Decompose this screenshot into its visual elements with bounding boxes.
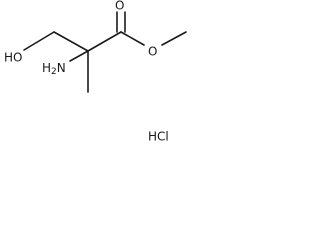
bond-ho-ch2: [23, 31, 55, 51]
ester-oxygen-label: O: [148, 45, 157, 59]
carbonyl-oxygen-label: O: [115, 0, 124, 13]
amine-subscript: 2: [51, 67, 57, 77]
bond-group: [23, 11, 187, 93]
bond-ch2-calpha: [53, 31, 89, 52]
bond-oester-methyl: [161, 31, 187, 46]
amine-h: H: [42, 61, 51, 75]
chemical-structure: O O HO H2N HCl: [4, 0, 187, 144]
salt-label: HCl: [148, 130, 169, 144]
bond-calpha-ccarbonyl: [87, 31, 122, 52]
amine-label: H2N: [42, 61, 66, 77]
bond-calpha-nh2: [69, 50, 89, 62]
hydroxyl-label: HO: [4, 51, 22, 65]
bond-ccarbonyl-oester: [120, 31, 145, 46]
amine-n: N: [57, 61, 66, 75]
